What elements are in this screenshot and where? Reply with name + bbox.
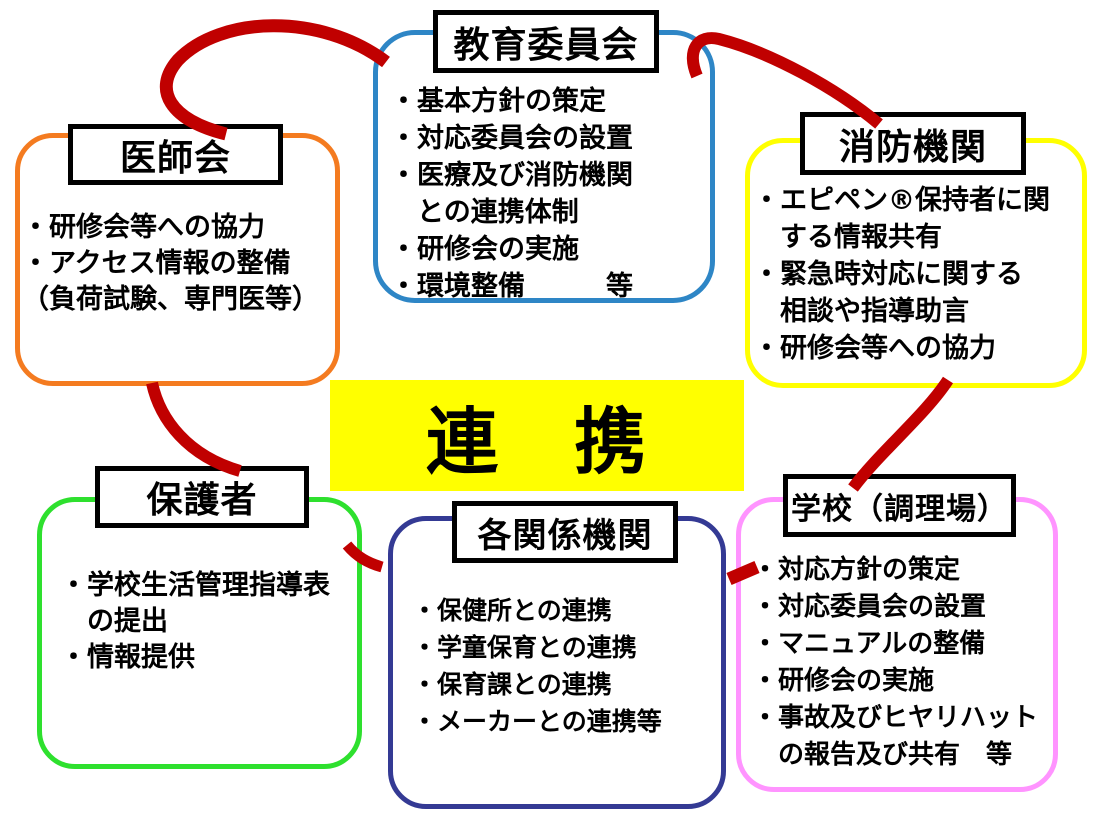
- text-line: ・事故及びヒヤリハット: [752, 703, 1039, 733]
- fire-department-title: 消防機関: [800, 112, 1026, 175]
- medical-association-title-label: 医師会: [119, 137, 231, 179]
- text-line: との連携体制: [390, 197, 579, 228]
- text-line: ・研修会等への協力: [753, 333, 996, 364]
- text-line: ・環境整備 等: [390, 271, 633, 302]
- guardians-title: 保護者: [95, 466, 309, 528]
- text-line: ・対応委員会の設置: [752, 592, 987, 622]
- text-line: ・学童保育との連携: [412, 633, 637, 662]
- connector-medical-education: [159, 19, 390, 141]
- school-kitchen-items: ・対応方針の策定・対応委員会の設置・マニュアルの整備・研修会の実施・事故及びヒヤ…: [752, 552, 1038, 774]
- text-line: ・情報提供: [60, 642, 195, 673]
- text-line: ・対応委員会の設置: [390, 123, 633, 154]
- medical-association-items: ・研修会等への協力・アクセス情報の整備 （負荷試験、専門医等）: [22, 210, 319, 318]
- fire-department-items: ・エピペン®保持者に関 する情報共有・緊急時対応に関する 相談や指導助言・研修会…: [753, 182, 1050, 367]
- medical-association-title: 医師会: [68, 124, 283, 185]
- related-organizations-items: ・保健所との連携・学童保育との連携・保育課との連携・メーカーとの連携等: [412, 592, 662, 740]
- education-board-items: ・基本方針の策定・対応委員会の設置・医療及び消防機関 との連携体制・研修会の実施…: [390, 83, 633, 305]
- center-cooperation-label: 連 携: [330, 380, 744, 491]
- text-line: の報告及び共有 等: [752, 740, 1013, 770]
- education-board-title-label: 教育委員会: [453, 24, 639, 66]
- text-line: の提出: [60, 606, 168, 637]
- connector-fire-school: [848, 376, 954, 492]
- text-line: ・アクセス情報の整備: [22, 248, 291, 279]
- text-line: 相談や指導助言: [753, 296, 969, 327]
- text-line: ・保育課との連携: [412, 670, 612, 699]
- text-line: ・緊急時対応に関する: [753, 259, 1023, 290]
- text-line: ・研修会等への協力: [22, 212, 265, 243]
- text-line: ・対応方針の策定: [752, 555, 961, 585]
- text-line: ・学校生活管理指導表: [60, 570, 330, 601]
- center-cooperation-text: 連 携: [425, 400, 648, 484]
- text-line: ・メーカーとの連携等: [412, 707, 662, 736]
- fire-department-box: [745, 138, 1087, 388]
- guardians-items: ・学校生活管理指導表 の提出・情報提供: [60, 568, 330, 676]
- guardians-title-label: 保護者: [146, 480, 258, 521]
- related-organizations-title-label: 各関係機関: [477, 515, 653, 556]
- education-board-title: 教育委員会: [433, 10, 659, 73]
- text-line: （負荷試験、専門医等）: [22, 284, 319, 315]
- text-line: ・研修会の実施: [752, 666, 935, 696]
- fire-department-title-label: 消防機関: [838, 126, 987, 168]
- text-line: ・マニュアルの整備: [752, 629, 986, 659]
- related-organizations-title: 各関係機関: [452, 501, 678, 563]
- text-line: ・研修会の実施: [390, 234, 579, 265]
- text-line: ・基本方針の策定: [390, 86, 606, 117]
- school-kitchen-title-label: 学校（調理場）: [791, 491, 1008, 527]
- text-line: する情報共有: [753, 222, 942, 253]
- school-kitchen-title: 学校（調理場）: [783, 474, 1016, 537]
- guardians-box: [37, 497, 362, 769]
- related-organizations-box: [388, 516, 726, 809]
- text-line: ・エピペン®保持者に関: [753, 185, 1050, 216]
- connector-medical-guardians: [146, 381, 242, 477]
- text-line: ・保健所との連携: [412, 596, 612, 625]
- text-line: ・医療及び消防機関: [390, 160, 633, 191]
